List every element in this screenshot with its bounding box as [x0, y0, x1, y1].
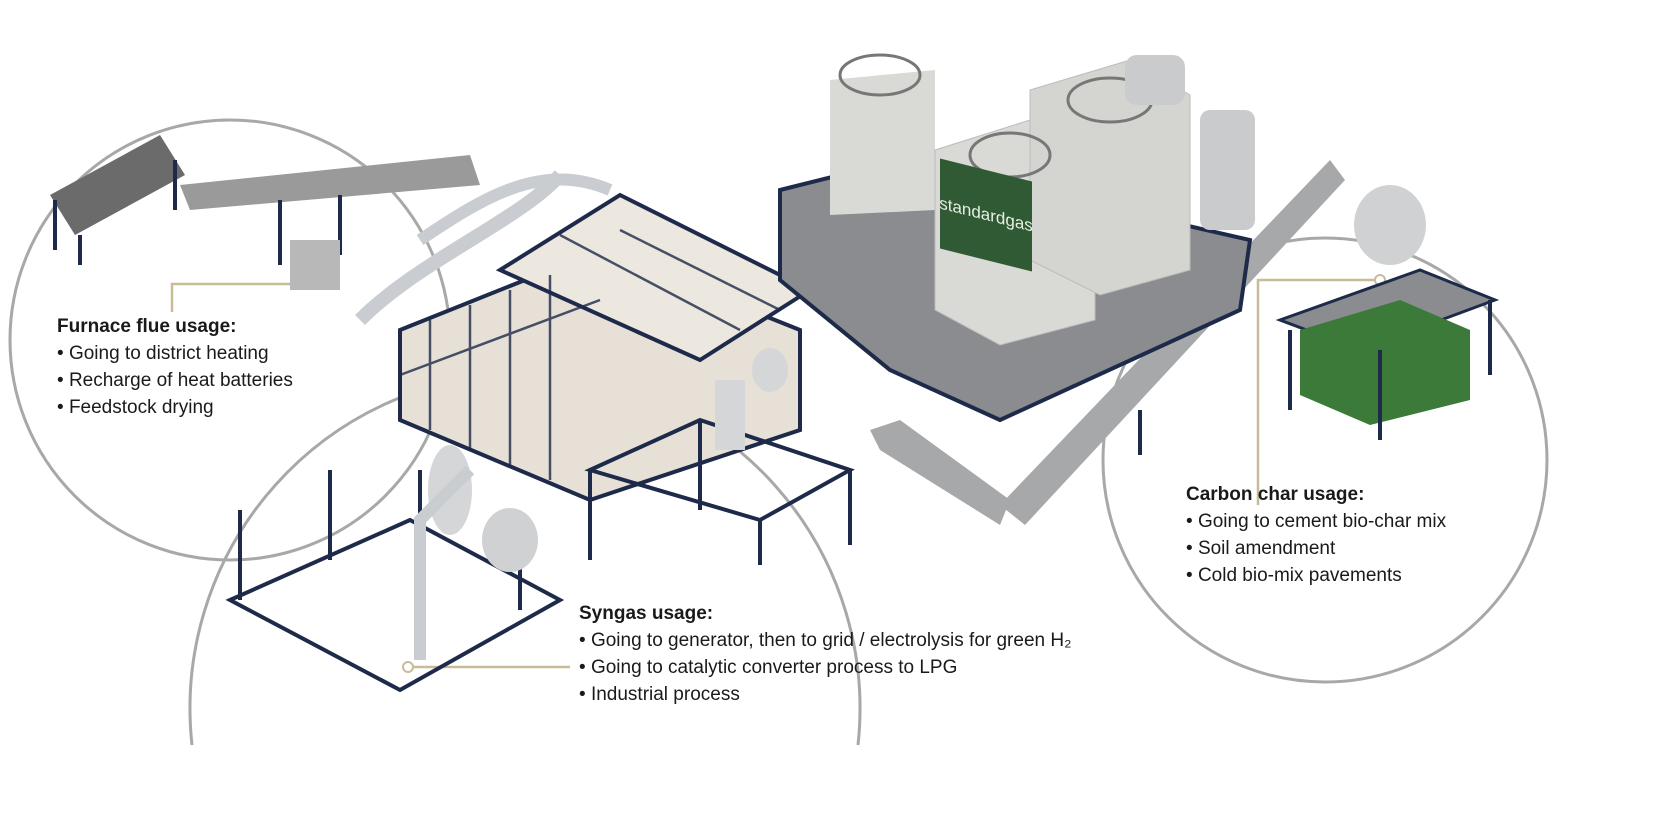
carbon-leader [1256, 278, 1380, 505]
carbon-char-list: Going to cement bio-char mix Soil amendm… [1186, 508, 1446, 589]
carbon-char-item: Cold bio-mix pavements [1186, 562, 1446, 589]
furnace-flue-item: Feedstock drying [57, 394, 293, 421]
carbon-char-item: Going to cement bio-char mix [1186, 508, 1446, 535]
feed-conveyor [50, 135, 480, 265]
furnace-flue-item: Recharge of heat batteries [57, 367, 293, 394]
carbon-circle [1101, 236, 1549, 684]
syngas-leader-dot [402, 661, 414, 673]
furnace-flue-title: Furnace flue usage: [57, 316, 237, 337]
furnace-flue-callout: Furnace flue usage: Going to district he… [57, 313, 293, 421]
fan-icon [838, 53, 922, 97]
logo-text: standardgas [939, 193, 1033, 236]
syngas-list: Going to generator, then to grid / elect… [579, 627, 1072, 708]
syngas-skid [225, 445, 565, 693]
scrubber-unit [584, 348, 855, 565]
syngas-item: Industrial process [579, 681, 1071, 708]
syngas-item: Going to generator, then to grid / elect… [579, 627, 1072, 654]
syngas-item: Going to catalytic converter process to … [579, 654, 1071, 681]
carbon-char-title: Carbon char usage: [1186, 484, 1365, 505]
syngas-callout: Syngas usage: Going to generator, then t… [579, 600, 1071, 708]
furnace-leader [170, 282, 303, 312]
furnace-flue-list: Going to district heating Recharge of he… [57, 340, 293, 421]
syngas-title: Syngas usage: [579, 603, 714, 624]
char-unit [1138, 185, 1500, 455]
carbon-char-item: Soil amendment [1186, 535, 1446, 562]
furnace-flue-item: Going to district heating [57, 340, 293, 367]
carbon-char-callout: Carbon char usage: Going to cement bio-c… [1186, 481, 1446, 589]
furnace-unit [290, 170, 815, 503]
